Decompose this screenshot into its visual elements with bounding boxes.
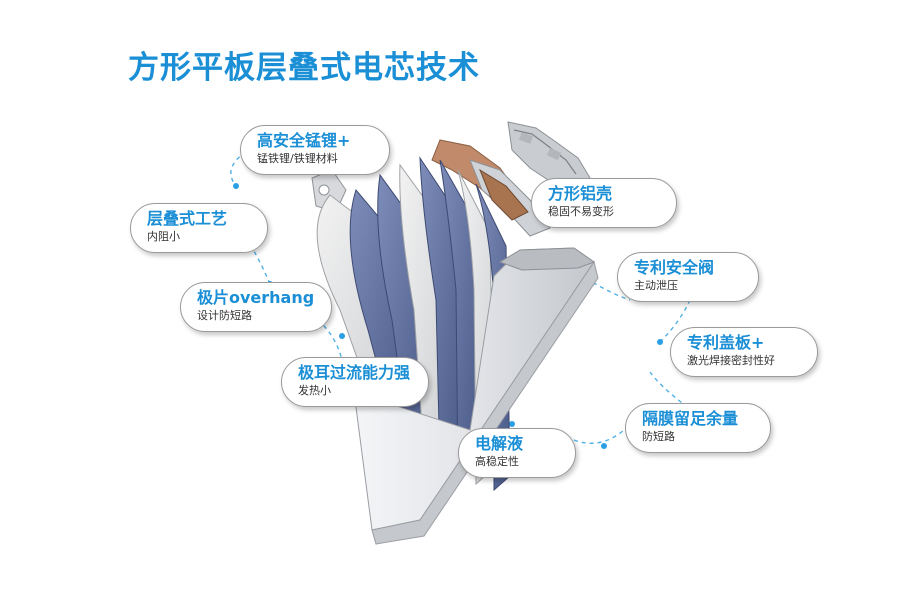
callout-title: 层叠式工艺 bbox=[147, 209, 228, 228]
callout-title: 方形铝壳 bbox=[548, 184, 613, 203]
page-title: 方形平板层叠式电芯技术 bbox=[128, 50, 480, 86]
callout-title: 极片overhang bbox=[197, 288, 315, 307]
callout-separator-margin: 隔膜留足余量 防短路 bbox=[625, 403, 771, 453]
callout-square-aluminum-shell: 方形铝壳 稳固不易变形 bbox=[531, 178, 677, 228]
callout-subtitle: 高稳定性 bbox=[475, 455, 519, 468]
callout-title: 专利安全阀 bbox=[634, 258, 715, 277]
callout-subtitle: 锰铁锂/铁锂材料 bbox=[257, 152, 338, 165]
callout-stacking-process: 层叠式工艺 内阻小 bbox=[130, 203, 268, 253]
callout-subtitle: 稳固不易变形 bbox=[548, 205, 614, 218]
callout-title: 高安全锰锂+ bbox=[257, 131, 351, 150]
callout-title: 电解液 bbox=[475, 434, 524, 453]
electrode-tabs bbox=[311, 139, 551, 237]
callout-patented-safety-valve: 专利安全阀 主动泄压 bbox=[617, 252, 759, 302]
callout-subtitle: 设计防短路 bbox=[197, 309, 252, 322]
callout-subtitle: 内阻小 bbox=[147, 230, 180, 243]
top-cover-terminals bbox=[507, 121, 591, 189]
callout-electrode-overhang: 极片overhang 设计防短路 bbox=[180, 282, 332, 332]
callout-subtitle: 激光焊接密封性好 bbox=[687, 354, 775, 367]
callout-subtitle: 发热小 bbox=[298, 384, 331, 397]
callout-subtitle: 主动泄压 bbox=[634, 279, 678, 292]
callout-electrolyte: 电解液 高稳定性 bbox=[458, 428, 576, 478]
callout-high-safety-manganese-lithium: 高安全锰锂+ 锰铁锂/铁锂材料 bbox=[240, 125, 390, 175]
callout-tab-overcurrent: 极耳过流能力强 发热小 bbox=[281, 357, 429, 407]
callout-title: 专利盖板+ bbox=[687, 333, 765, 352]
callout-title: 隔膜留足余量 bbox=[642, 409, 739, 428]
callout-patented-cover-plate: 专利盖板+ 激光焊接密封性好 bbox=[670, 327, 818, 377]
callout-title: 极耳过流能力强 bbox=[298, 363, 411, 382]
callout-subtitle: 防短路 bbox=[642, 430, 675, 443]
